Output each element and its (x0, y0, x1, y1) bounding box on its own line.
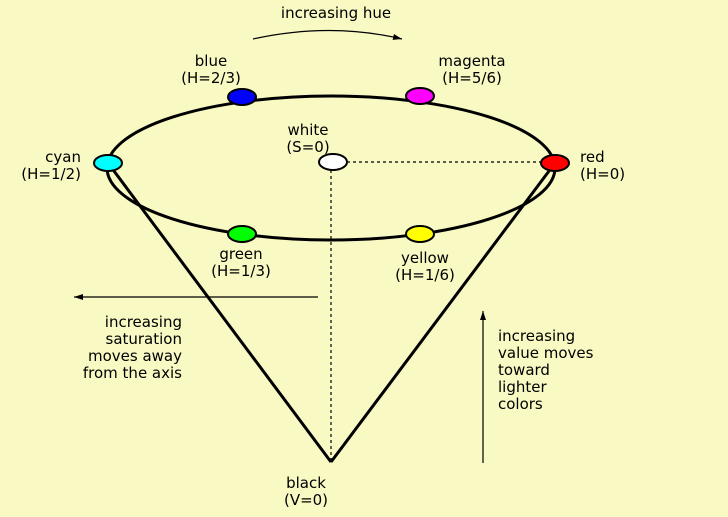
saturation-note-line: moves away (87, 347, 182, 365)
green-name: green (219, 245, 263, 263)
yellow-param: (H=1/6) (395, 266, 455, 284)
value-note-line: increasing (498, 327, 576, 345)
red-node (540, 154, 570, 172)
white-name: white (287, 121, 329, 139)
saturation-note-line: increasing (104, 313, 182, 331)
cyan-node (93, 154, 123, 172)
value-note-line: lighter (498, 378, 547, 396)
saturation-note-line: from the axis (82, 364, 182, 382)
saturation-note: increasing saturation moves away from th… (83, 314, 182, 382)
blue-param: (H=2/3) (181, 69, 241, 87)
green-label: green (H=1/3) (211, 246, 271, 280)
hue-title: increasing hue (280, 4, 392, 22)
cyan-param: (H=1/2) (21, 165, 81, 183)
blue-label: blue (H=2/3) (181, 53, 241, 87)
blue-node (227, 88, 257, 106)
red-label: red (H=0) (580, 149, 625, 183)
hue-arrow (252, 29, 403, 40)
white-label: white (S=0) (286, 122, 329, 156)
value-note-line: value moves (498, 344, 594, 362)
green-param: (H=1/3) (211, 262, 271, 280)
red-name: red (580, 148, 605, 166)
red-param: (H=0) (580, 165, 626, 183)
cone-left-edge (106, 162, 333, 463)
white-node (318, 153, 348, 171)
cone-right-edge (329, 162, 557, 463)
white-param: (S=0) (286, 138, 330, 156)
cyan-name: cyan (45, 148, 81, 166)
black-param: (V=0) (283, 491, 329, 509)
yellow-label: yellow (H=1/6) (395, 250, 455, 284)
blue-name: blue (194, 52, 228, 70)
yellow-name: yellow (401, 249, 449, 267)
yellow-node (405, 225, 435, 243)
magenta-node (405, 87, 435, 105)
magenta-label: magenta (H=5/6) (438, 53, 505, 87)
cyan-label: cyan (H=1/2) (21, 149, 81, 183)
black-label: black (V=0) (284, 475, 328, 509)
green-node (227, 225, 257, 243)
value-note-line: toward (498, 361, 550, 379)
magenta-param: (H=5/6) (442, 69, 502, 87)
value-note-line: colors (498, 395, 543, 413)
magenta-name: magenta (438, 52, 506, 70)
value-note: increasing value moves toward lighter co… (498, 328, 593, 413)
saturation-note-line: saturation (105, 330, 183, 348)
black-name: black (286, 474, 326, 492)
